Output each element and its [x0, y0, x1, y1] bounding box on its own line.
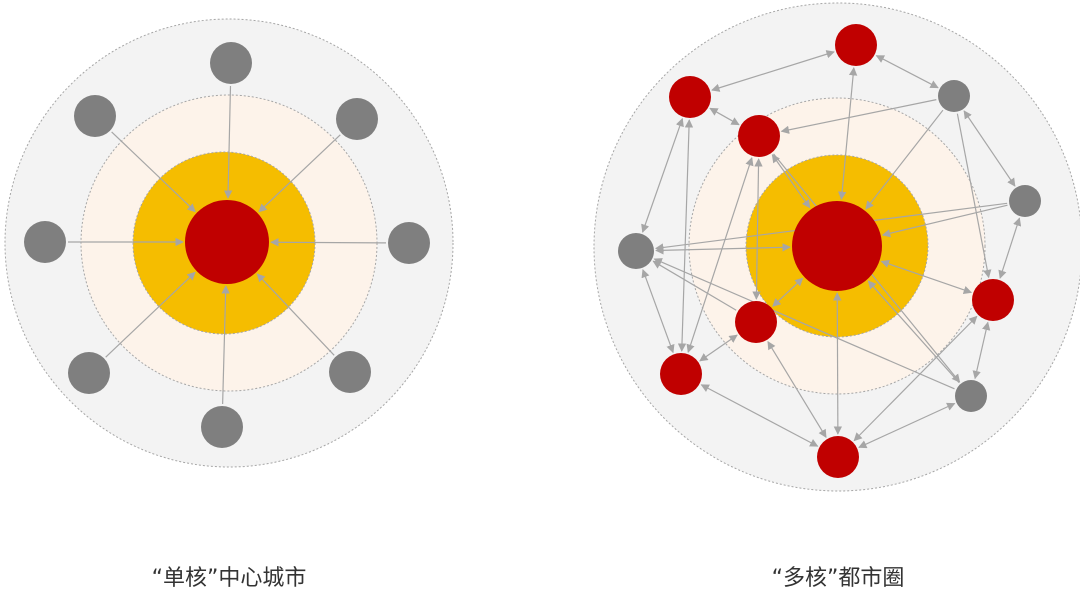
inbound-arrow [221, 285, 230, 405]
gray-satellite-node [210, 42, 252, 84]
network-arrow [652, 260, 737, 311]
network-arrow [875, 55, 939, 89]
red-core-node [669, 76, 711, 118]
network-arrow [853, 315, 978, 442]
inbound-arrows [68, 85, 387, 405]
gray-satellite-node [24, 221, 66, 263]
gray-satellite-node [68, 352, 110, 394]
network-arrow [865, 109, 944, 210]
network-arrow [881, 204, 1008, 238]
network-arrow [956, 113, 992, 279]
red-core-node [660, 353, 702, 395]
satellite-nodes [24, 42, 430, 448]
single-core-caption: “单核”中心城市 [151, 566, 307, 591]
gray-satellite-node [74, 95, 116, 137]
core-center [185, 200, 269, 284]
inbound-arrow [105, 271, 196, 358]
network-arrow [641, 268, 675, 354]
network-arrow [780, 99, 937, 134]
gray-satellite-node [201, 406, 243, 448]
gray-node [938, 80, 970, 112]
inbound-arrow [111, 131, 196, 213]
network-arrows [641, 50, 1022, 449]
network-arrow [711, 50, 835, 92]
network-arrow [641, 117, 684, 233]
inbound-arrow [258, 134, 341, 213]
multi-core-diagram [593, 2, 1080, 492]
gray-node [618, 233, 654, 269]
inbound-arrow [270, 238, 387, 247]
gray-satellite-node [329, 351, 371, 393]
red-core-node [835, 24, 877, 66]
network-arrow [752, 158, 763, 300]
single-core-diagram [4, 18, 454, 468]
inbound-arrow [256, 273, 335, 356]
network-arrow [699, 334, 738, 362]
network-arrow [880, 259, 973, 294]
network-arrow [767, 340, 827, 439]
red-core-node [735, 301, 777, 343]
network-arrow [963, 110, 1016, 187]
network-arrow [833, 292, 843, 435]
gray-satellite-node [336, 98, 378, 140]
network-nodes [618, 24, 1041, 478]
red-core-node [738, 115, 780, 157]
network-arrow [686, 157, 754, 353]
red-core-node [972, 279, 1014, 321]
gray-satellite-node [388, 222, 430, 264]
network-arrow [998, 217, 1022, 279]
multi-core-caption: “多核”都市圈 [771, 566, 905, 591]
gray-node [955, 380, 987, 412]
core-center [792, 201, 882, 291]
network-arrow [772, 277, 804, 307]
red-core-node [817, 436, 859, 478]
gray-node [1009, 185, 1041, 217]
network-arrow [709, 107, 740, 126]
network-arrow [837, 67, 858, 201]
network-arrow [771, 154, 811, 209]
inbound-arrow [223, 85, 233, 199]
